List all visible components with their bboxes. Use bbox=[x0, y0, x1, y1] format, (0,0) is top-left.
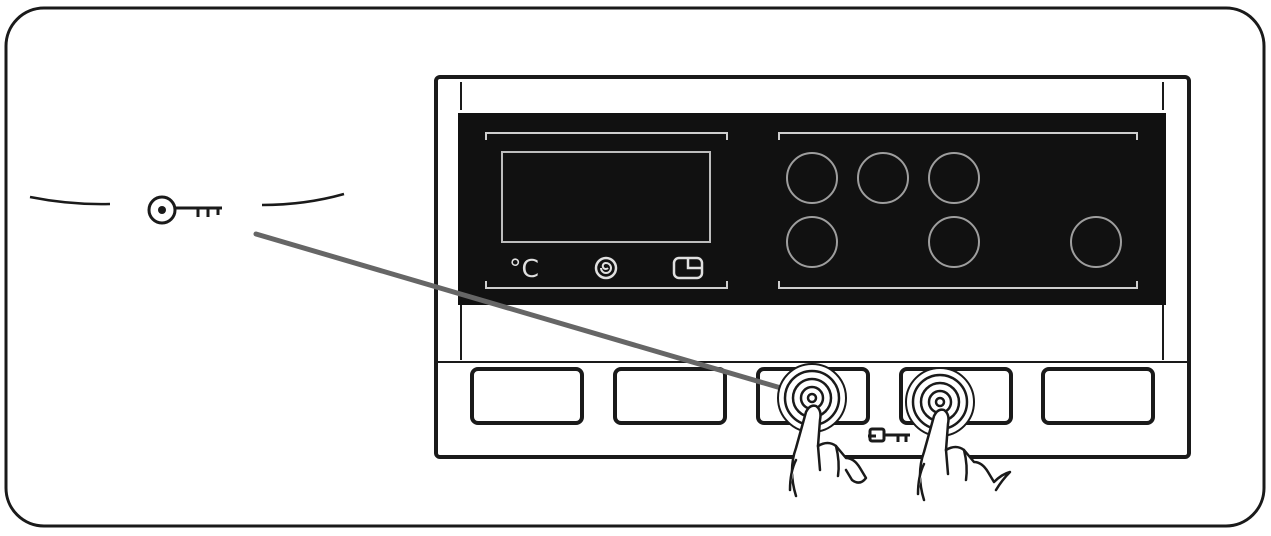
display-bracket-top bbox=[485, 132, 728, 140]
round-keys-section bbox=[778, 132, 1138, 289]
key-icon bbox=[868, 427, 910, 443]
round-key-2[interactable] bbox=[857, 152, 909, 204]
round-key-4[interactable] bbox=[786, 216, 838, 268]
spiral-fan-icon bbox=[594, 256, 618, 280]
timer-icon bbox=[672, 256, 704, 280]
keys-bracket-top bbox=[778, 132, 1138, 140]
touch-button-5[interactable] bbox=[1041, 367, 1155, 425]
touch-button-2[interactable] bbox=[613, 367, 727, 425]
digital-display-window bbox=[501, 151, 711, 243]
right-hand bbox=[916, 408, 1012, 502]
round-key-1[interactable] bbox=[786, 152, 838, 204]
left-hand bbox=[788, 404, 868, 498]
left-indicator-line bbox=[29, 195, 111, 206]
right-indicator-line bbox=[261, 192, 345, 207]
round-key-6[interactable] bbox=[1070, 216, 1122, 268]
temperature-unit-label: °C bbox=[509, 254, 539, 283]
keys-bracket-bottom bbox=[778, 281, 1138, 289]
enlarged-key-symbol bbox=[29, 192, 345, 225]
display-bracket-bottom bbox=[485, 281, 728, 289]
pointer-line bbox=[253, 231, 818, 401]
key-icon bbox=[147, 195, 222, 225]
control-panel bbox=[458, 113, 1166, 305]
round-key-5[interactable] bbox=[928, 216, 980, 268]
finger-touch-icon bbox=[905, 367, 975, 437]
display-section: °C bbox=[485, 132, 728, 289]
touch-button-1[interactable] bbox=[470, 367, 584, 425]
round-key-3[interactable] bbox=[928, 152, 980, 204]
